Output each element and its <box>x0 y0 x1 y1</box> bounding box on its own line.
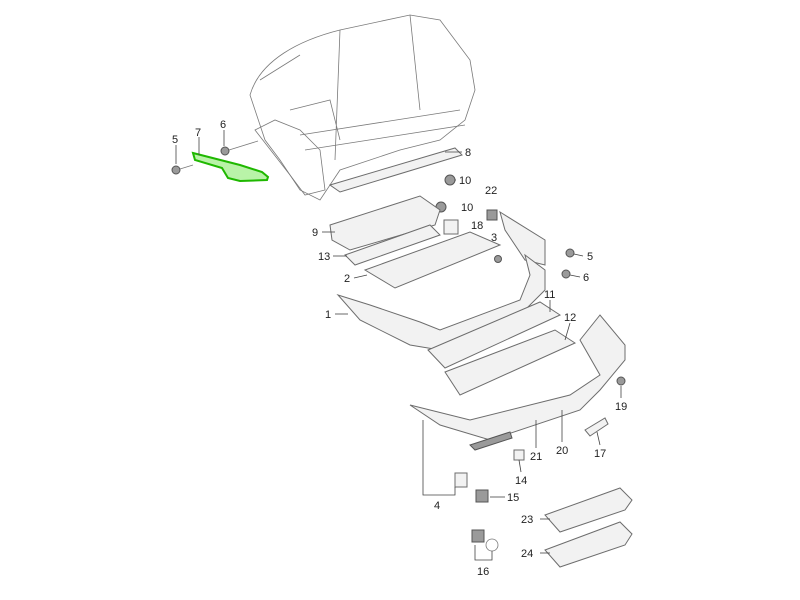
part-22-clip[interactable] <box>486 209 498 221</box>
callout-5: 5 <box>172 134 178 146</box>
part-12-guard[interactable] <box>444 329 577 396</box>
car-body-outline <box>249 14 476 201</box>
part-14-cap[interactable] <box>513 449 525 461</box>
callout-19: 19 <box>615 401 627 413</box>
callout-3: 3 <box>491 232 497 244</box>
callout-14: 14 <box>515 475 527 487</box>
part-8-carrier[interactable] <box>328 147 463 193</box>
callout-6: 6 <box>220 119 226 131</box>
callout-10: 10 <box>459 175 471 187</box>
leader-lines <box>175 130 622 561</box>
callout-1: 1 <box>325 309 331 321</box>
callout-13: 13 <box>318 251 330 263</box>
part-24-trim[interactable] <box>544 521 633 568</box>
part-4-sensor[interactable] <box>454 472 468 488</box>
part-11-guard[interactable] <box>427 301 562 369</box>
part-2-crossmember[interactable] <box>363 231 502 289</box>
part-18-clip[interactable] <box>443 219 459 235</box>
callout-9: 9 <box>312 227 318 239</box>
callout-20: 20 <box>556 445 568 457</box>
part-15-sensor[interactable] <box>475 489 489 503</box>
part-16-ring[interactable] <box>485 538 499 552</box>
callout-7: 7 <box>195 127 201 139</box>
callout-10: 10 <box>461 202 473 214</box>
part-16-sensor[interactable] <box>471 529 485 543</box>
callout-23: 23 <box>521 514 533 526</box>
callout-18: 18 <box>471 220 483 232</box>
callout-22: 22 <box>485 185 497 197</box>
callout-2: 2 <box>344 273 350 285</box>
part-21-grille[interactable] <box>469 431 513 451</box>
callout-8: 8 <box>465 147 471 159</box>
callout-24: 24 <box>521 548 533 560</box>
callout-5: 5 <box>587 251 593 263</box>
part-13-bracket[interactable] <box>344 224 441 266</box>
callout-6: 6 <box>583 272 589 284</box>
callout-15: 15 <box>507 492 519 504</box>
callout-12: 12 <box>564 312 576 324</box>
callout-21: 21 <box>530 451 542 463</box>
part-3-guide[interactable] <box>499 210 546 266</box>
callout-17: 17 <box>594 448 606 460</box>
part-7-bracket-highlighted[interactable] <box>191 151 270 183</box>
callout-4: 4 <box>434 500 440 512</box>
callout-11: 11 <box>544 289 555 301</box>
part-23-trim[interactable] <box>544 487 633 533</box>
callout-16: 16 <box>477 566 489 578</box>
part-17-reflector[interactable] <box>584 417 609 437</box>
part-9-absorber[interactable] <box>329 195 441 251</box>
screw-icon <box>171 140 626 386</box>
